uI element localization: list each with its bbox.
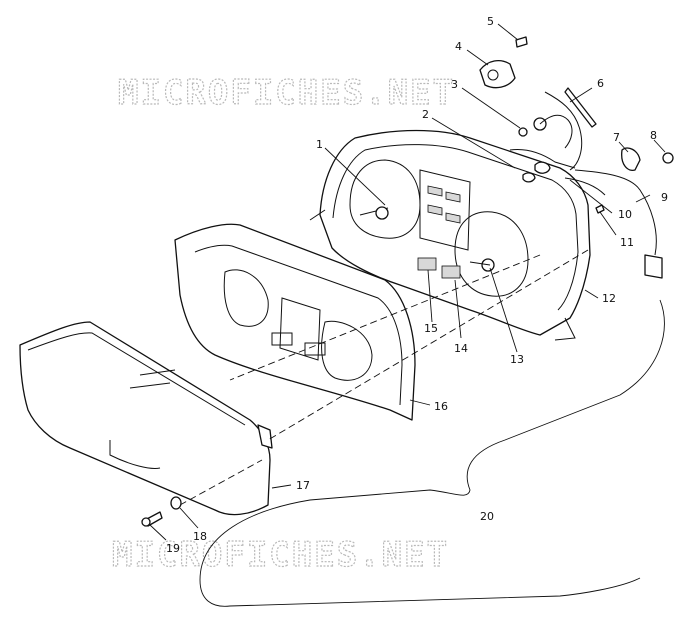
callout-12: 12 — [602, 292, 616, 305]
callout-16: 16 — [434, 400, 448, 413]
watermark-top: MICROFICHES.NET — [118, 73, 455, 113]
callout-15: 15 — [424, 322, 438, 335]
lower-fasteners — [141, 496, 182, 527]
callout-leaders — [149, 23, 666, 541]
callout-19: 19 — [166, 542, 180, 555]
assembly-line-lower — [267, 249, 589, 441]
upper-hardware — [479, 36, 674, 279]
assembly-line-upper — [229, 254, 541, 381]
instrument-lens-cover — [19, 321, 273, 516]
callout-8: 8 — [650, 129, 657, 142]
callout-17: 17 — [296, 479, 310, 492]
callout-4: 4 — [455, 40, 462, 53]
callout-2: 2 — [422, 108, 429, 121]
callout-7: 7 — [613, 131, 620, 144]
callout-3: 3 — [451, 78, 458, 91]
callout-18: 18 — [193, 530, 207, 543]
callout-13: 13 — [510, 353, 524, 366]
callout-10: 10 — [618, 208, 632, 221]
callout-11: 11 — [620, 236, 634, 249]
instrument-housing — [309, 129, 591, 341]
group-bracket-20 — [199, 299, 665, 607]
callout-6: 6 — [597, 77, 604, 90]
callout-14: 14 — [454, 342, 468, 355]
instrument-bezel — [174, 223, 416, 421]
callout-20: 20 — [480, 510, 494, 523]
assembly-line-screw — [179, 459, 263, 506]
callout-5: 5 — [487, 15, 494, 28]
callout-9: 9 — [661, 191, 668, 204]
watermark-bottom: MICROFICHES.NET — [112, 535, 449, 575]
callout-1: 1 — [316, 138, 323, 151]
